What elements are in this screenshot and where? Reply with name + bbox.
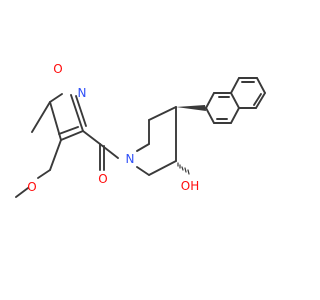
- hashed-bond: [177, 162, 190, 175]
- bond-inner: [253, 93, 262, 106]
- carbonyl-oxygen-label: O: [98, 172, 107, 186]
- bond: [148, 106, 177, 121]
- wedge-bond: [176, 105, 206, 111]
- bond: [37, 169, 51, 179]
- hydroxyl-label: OH: [181, 179, 199, 193]
- isoxazole-ring: [15, 93, 101, 198]
- bond: [49, 93, 63, 103]
- naphthalene-group: [205, 77, 266, 124]
- bond: [136, 143, 150, 152]
- bond: [230, 77, 240, 94]
- bond: [70, 94, 84, 132]
- bond: [82, 130, 101, 145]
- bond: [205, 107, 215, 124]
- molecule-structure: O N O N O OH: [15, 62, 266, 198]
- bond: [75, 95, 87, 127]
- hash: [184, 167, 187, 173]
- bond: [230, 107, 240, 124]
- isoxazole-nitrogen-label: N: [78, 86, 87, 100]
- structure-canvas: O N O N O OH: [15, 62, 266, 198]
- hash: [187, 169, 190, 175]
- carbonyl-group: [99, 143, 119, 171]
- bond: [255, 92, 266, 109]
- isoxazole-oxygen-label: O: [53, 62, 62, 76]
- bond: [60, 130, 84, 141]
- bond: [230, 92, 240, 109]
- bond: [49, 139, 62, 171]
- bond: [15, 187, 29, 198]
- bond: [205, 92, 215, 109]
- bond: [58, 126, 79, 135]
- bond: [31, 101, 51, 133]
- hash: [181, 166, 184, 171]
- piperidine-nitrogen-label: N: [126, 152, 135, 166]
- bond: [256, 77, 266, 94]
- bond: [148, 160, 177, 176]
- bond: [99, 143, 119, 159]
- bond: [136, 166, 150, 176]
- piperidine-ring: [136, 105, 206, 176]
- methoxy-oxygen-label: O: [27, 180, 36, 194]
